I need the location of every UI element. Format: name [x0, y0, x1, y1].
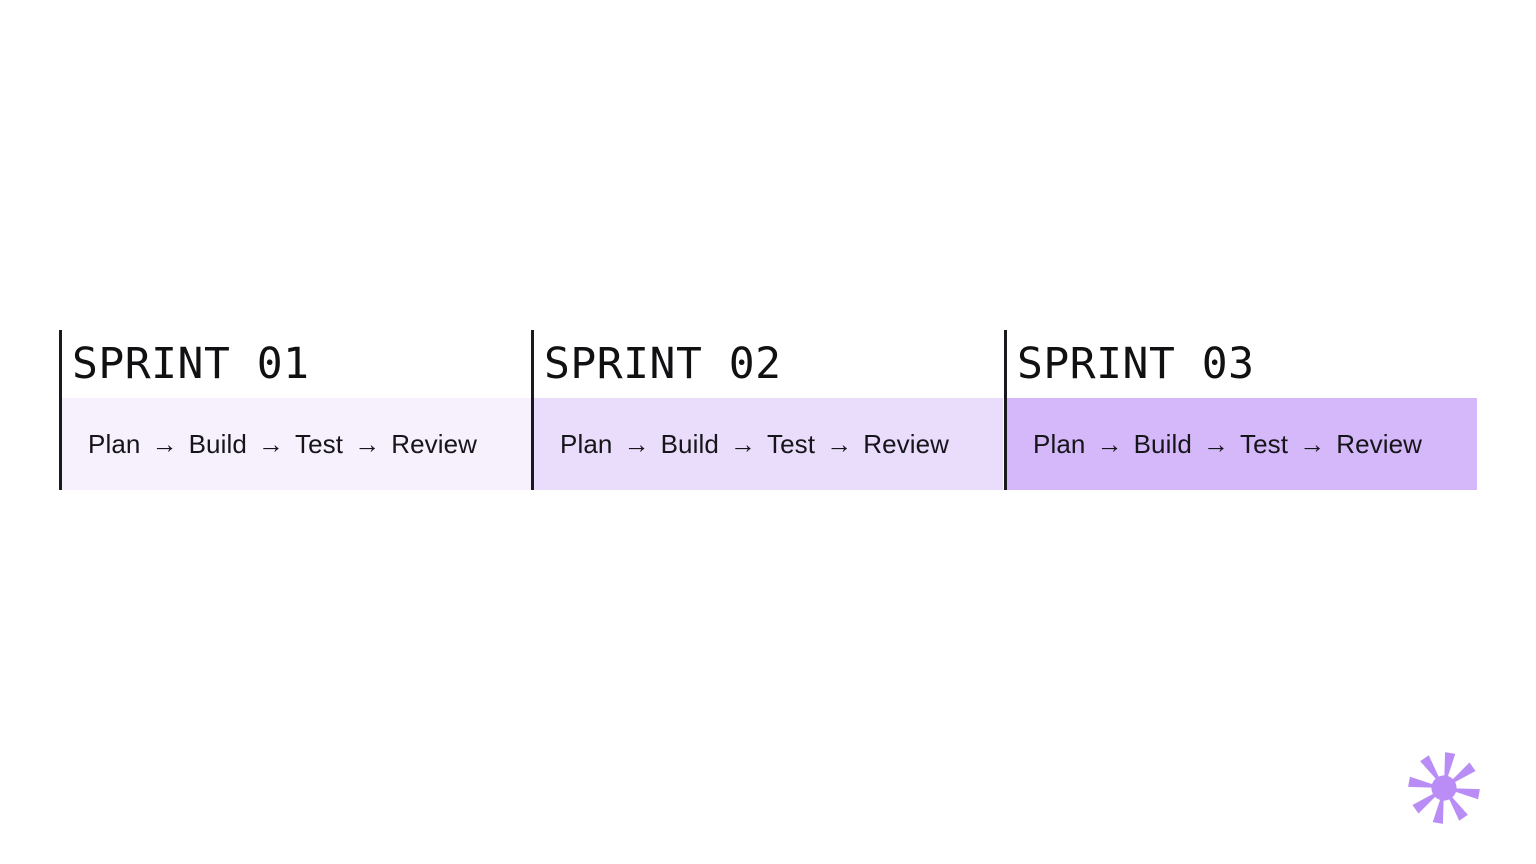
- sprint-column-01[interactable]: SPRINT 01 Plan → Build → Test → Review: [59, 330, 531, 490]
- flow-arrow-icon: →: [151, 429, 178, 459]
- flow-step-build: Build: [1133, 428, 1192, 459]
- flow-step-test: Test: [1240, 428, 1289, 459]
- flow-arrow-icon: →: [257, 429, 284, 459]
- flow-step-review: Review: [863, 428, 950, 459]
- flow-arrow-icon: →: [729, 429, 756, 459]
- flow-step-build: Build: [188, 428, 247, 459]
- flow-step-plan: Plan: [560, 428, 613, 459]
- column-divider-rule: [1004, 330, 1007, 490]
- flow-arrow-icon: →: [826, 429, 853, 459]
- sprint-column-02[interactable]: SPRINT 02 Plan → Build → Test → Review: [531, 330, 1004, 490]
- sprint-flow-band: Plan → Build → Test → Review: [1004, 398, 1477, 490]
- sprint-title-area: SPRINT 01: [59, 330, 531, 398]
- sprint-column-03[interactable]: SPRINT 03 Plan → Build → Test → Review: [1004, 330, 1477, 490]
- flow-arrow-icon: →: [623, 429, 650, 459]
- flow-step-review: Review: [391, 428, 478, 459]
- sprint-title: SPRINT 03: [1017, 338, 1255, 389]
- flow-arrow-icon: →: [1096, 429, 1123, 459]
- sprint-title-area: SPRINT 02: [531, 330, 1004, 398]
- flow-step-build: Build: [660, 428, 719, 459]
- flow-step-review: Review: [1336, 428, 1423, 459]
- sprint-flow-sequence: Plan → Build → Test → Review: [88, 429, 477, 460]
- flow-step-plan: Plan: [1033, 428, 1086, 459]
- column-divider-rule: [531, 330, 534, 490]
- flow-step-test: Test: [767, 428, 816, 459]
- sprint-flow-sequence: Plan → Build → Test → Review: [560, 429, 949, 460]
- sprint-board: SPRINT 01 Plan → Build → Test → Review S…: [59, 330, 1477, 490]
- asterisk-logo-icon: [1406, 751, 1482, 825]
- flow-step-test: Test: [295, 428, 344, 459]
- sprint-title: SPRINT 01: [72, 338, 310, 389]
- sprint-title: SPRINT 02: [544, 338, 782, 389]
- sprint-flow-band: Plan → Build → Test → Review: [531, 398, 1003, 490]
- sprint-flow-sequence: Plan → Build → Test → Review: [1033, 429, 1422, 460]
- flow-arrow-icon: →: [1202, 429, 1229, 459]
- column-divider-rule: [59, 330, 62, 490]
- flow-arrow-icon: →: [1299, 429, 1326, 459]
- flow-step-plan: Plan: [88, 428, 141, 459]
- flow-arrow-icon: →: [354, 429, 381, 459]
- sprint-flow-band: Plan → Build → Test → Review: [59, 398, 531, 490]
- sprint-title-area: SPRINT 03: [1004, 330, 1477, 398]
